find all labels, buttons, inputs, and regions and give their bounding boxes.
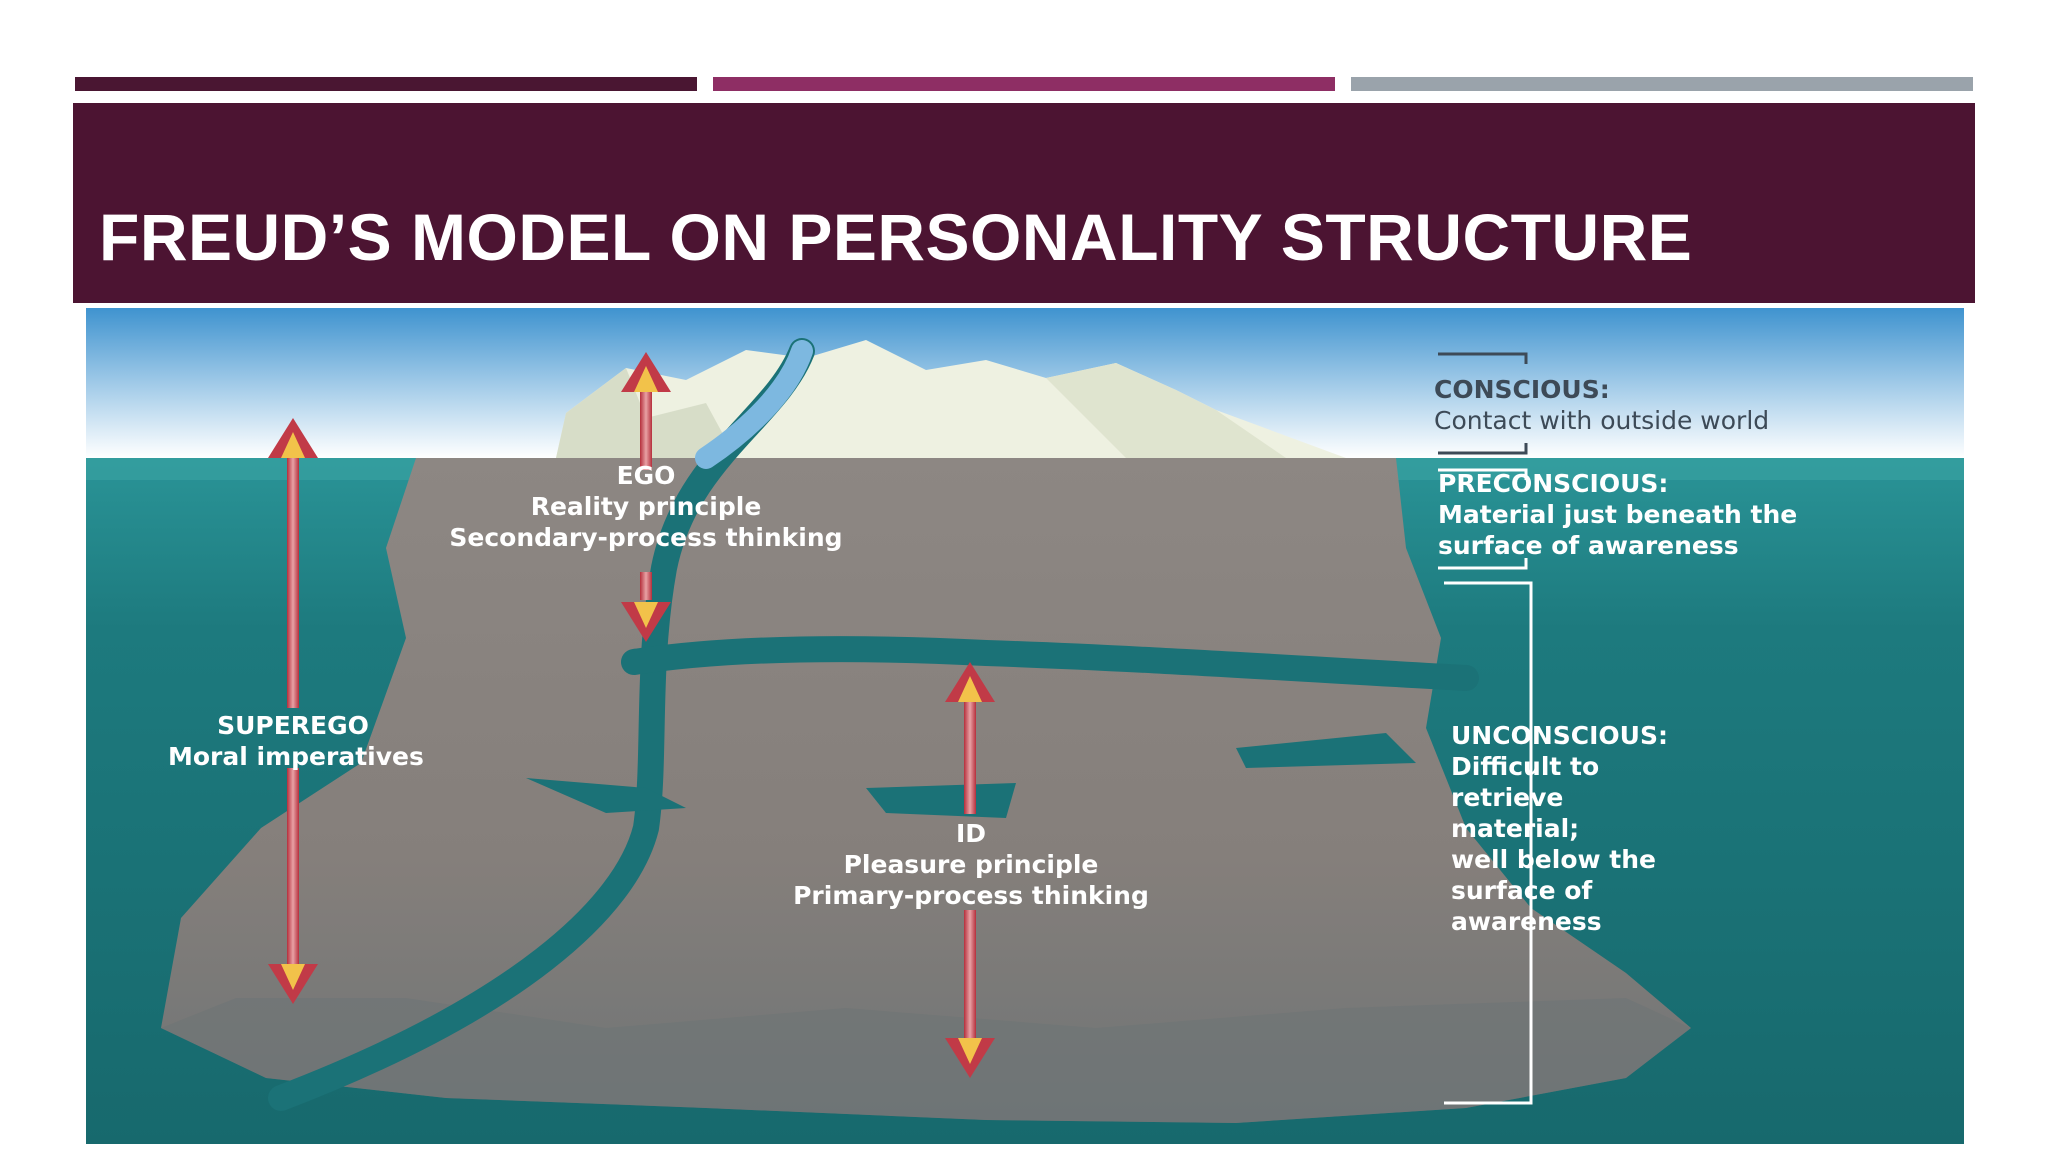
id-arrow [945, 662, 995, 1078]
unconscious-heading: UNCONSCIOUS: [1451, 721, 1668, 750]
preconscious-label: PRECONSCIOUS: Material just beneath the … [1438, 468, 1797, 561]
ego-arrow [621, 352, 671, 642]
bracket-conscious [1438, 352, 1528, 455]
ego-line-1: Reality principle [530, 492, 762, 521]
id-line-2: Primary-process thinking [793, 881, 1149, 910]
id-name: ID [955, 819, 987, 848]
water-pocket-2 [866, 783, 1016, 818]
preconscious-line-2: surface of awareness [1438, 531, 1739, 560]
id-label: ID Pleasure principle Primary-process th… [766, 818, 1176, 911]
bracket-unconscious [1444, 581, 1533, 1105]
preconscious-heading: PRECONSCIOUS: [1438, 469, 1669, 498]
title-band: FREUD’S MODEL ON PERSONALITY STRUCTURE [73, 103, 1975, 303]
accent-bar-2 [713, 77, 1335, 91]
superego-name: SUPEREGO [217, 711, 369, 740]
iceberg-illustration [86, 308, 1964, 1144]
ego-label: EGO [546, 460, 746, 491]
conscious-description: Contact with outside world [1434, 406, 1770, 435]
conscious-heading: CONSCIOUS: [1434, 375, 1610, 404]
preconscious-line-1: Material just beneath the [1438, 500, 1798, 529]
unconscious-label: UNCONSCIOUS: Difficult to retrieve mater… [1451, 720, 1668, 937]
superego-line-1: Moral imperatives [168, 742, 424, 771]
unconscious-line-5: surface of [1451, 876, 1593, 905]
water-pocket-1 [526, 778, 686, 813]
ego-line-2: Secondary-process thinking [449, 523, 843, 552]
ego-name: EGO [616, 461, 676, 490]
bracket-preconscious [1438, 468, 1528, 570]
id-line-1: Pleasure principle [843, 850, 1099, 879]
superego-label: SUPEREGO Moral imperatives [168, 710, 424, 772]
unconscious-line-4: well below the [1451, 845, 1656, 874]
superego-channel-top [695, 340, 813, 469]
water-pocket-3 [1236, 733, 1416, 768]
unconscious-line-2: retrieve [1451, 783, 1564, 812]
iceberg-shadow [161, 998, 1691, 1123]
unconscious-line-1: Difficult to [1451, 752, 1600, 781]
slide-title: FREUD’S MODEL ON PERSONALITY STRUCTURE [99, 200, 1693, 274]
conscious-label: CONSCIOUS: Contact with outside world [1434, 374, 1769, 436]
superego-arrow [268, 418, 318, 1004]
iceberg-tip-shade [556, 368, 736, 458]
iceberg-diagram: CONSCIOUS: Contact with outside world PR… [86, 308, 1964, 1144]
iceberg-tip-shade-2 [1046, 363, 1286, 458]
accent-bar-3 [1351, 77, 1973, 91]
accent-bar-1 [75, 77, 697, 91]
ego-description: Reality principle Secondary-process thin… [446, 491, 846, 553]
unconscious-line-6: awareness [1451, 907, 1602, 936]
preconscious-channel [621, 636, 1479, 691]
unconscious-line-3: material; [1451, 814, 1580, 843]
